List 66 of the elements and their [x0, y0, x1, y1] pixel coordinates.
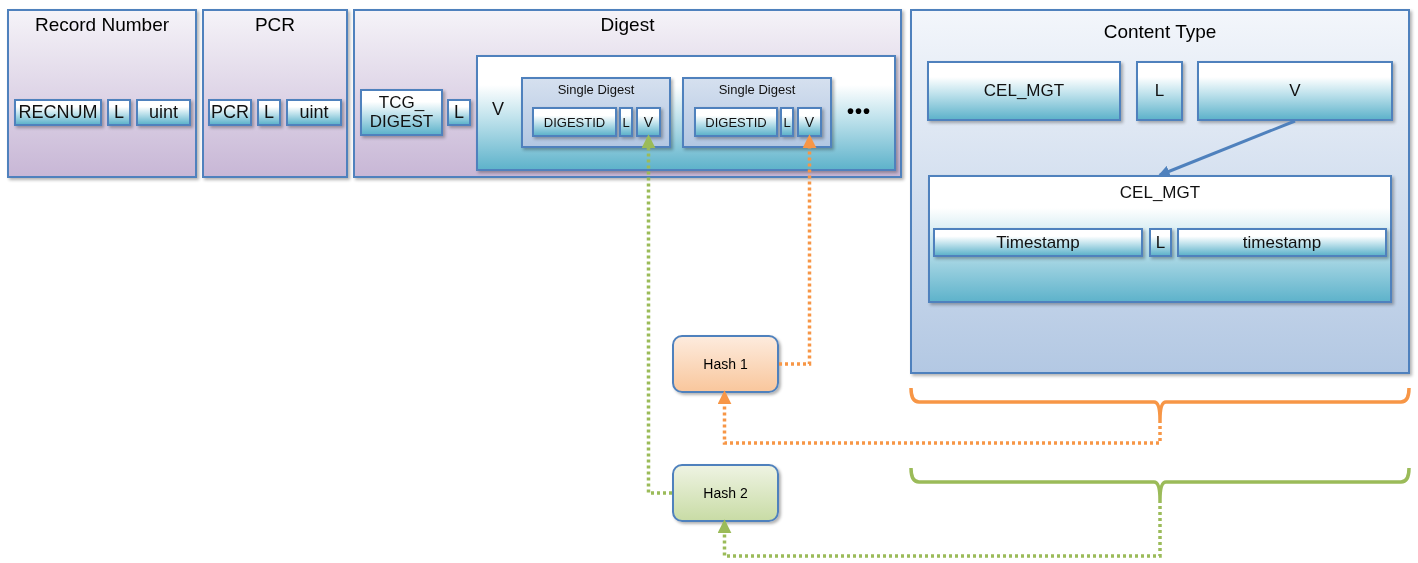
curly-brace [909, 386, 1411, 420]
field-box [927, 61, 1121, 121]
field-label: L [1154, 81, 1165, 101]
panel-heading: Single Digest [718, 82, 796, 97]
panel-heading: Digest [600, 14, 655, 36]
field-box [532, 107, 617, 137]
field-box [447, 99, 471, 126]
field-box [928, 175, 1392, 303]
field-box [780, 107, 794, 137]
field-box [797, 107, 822, 137]
field-box [286, 99, 342, 126]
panel-heading: Record Number [34, 14, 170, 36]
field-label: timestamp [1242, 232, 1322, 253]
field-box [636, 107, 661, 137]
arrow [717, 500, 1162, 558]
panel-heading: Single Digest [557, 82, 635, 97]
field-label: V [492, 99, 504, 120]
panel-heading: CEL_MGT [1119, 183, 1201, 203]
field-label: Timestamp [996, 232, 1080, 253]
field-label: V [804, 114, 815, 130]
field-label: DIGESTID [543, 114, 606, 130]
field-box [136, 99, 191, 126]
field-label: L [264, 102, 274, 123]
field-label: L [454, 102, 464, 123]
field-label: uint [149, 102, 178, 123]
field-box [1197, 61, 1393, 121]
field-panel [910, 9, 1410, 374]
field-label: uint [299, 102, 329, 123]
field-label: RECNUM [18, 102, 98, 123]
arrow [779, 134, 817, 366]
field-label: L [622, 114, 630, 130]
field-label: CEL_MGT [983, 81, 1065, 101]
panel-heading: PCR [254, 14, 296, 36]
field-panel [202, 9, 348, 178]
arrow [717, 390, 1162, 445]
curly-brace [909, 466, 1411, 500]
digest-panel [521, 77, 671, 148]
arrow [641, 134, 672, 495]
field-box [619, 107, 633, 137]
field-label: DIGESTID [705, 114, 767, 130]
field-label: PCR [211, 102, 249, 123]
field-label: Hash 1 [703, 356, 748, 372]
field-panel [353, 9, 902, 178]
ellipsis-mark: ••• [847, 100, 871, 123]
panel-heading: Content Type [1103, 21, 1217, 43]
hash-box [672, 464, 779, 522]
field-label: TCG_ DIGEST [368, 93, 435, 132]
field-label: Hash 2 [703, 485, 748, 501]
field-box [476, 55, 896, 171]
hash-box [672, 335, 779, 393]
field-box [1149, 228, 1172, 257]
field-label: L [783, 114, 791, 130]
field-box [933, 228, 1143, 257]
field-box [107, 99, 131, 126]
field-box [360, 89, 443, 136]
field-label: V [1289, 81, 1301, 101]
field-label: V [643, 114, 654, 130]
field-box [257, 99, 281, 126]
field-box [1177, 228, 1387, 257]
field-box [694, 107, 778, 137]
field-label: L [1155, 232, 1166, 253]
field-label: L [114, 102, 124, 123]
field-panel [7, 9, 197, 178]
arrow [1157, 119, 1296, 177]
field-box [1136, 61, 1183, 121]
digest-panel [682, 77, 832, 148]
